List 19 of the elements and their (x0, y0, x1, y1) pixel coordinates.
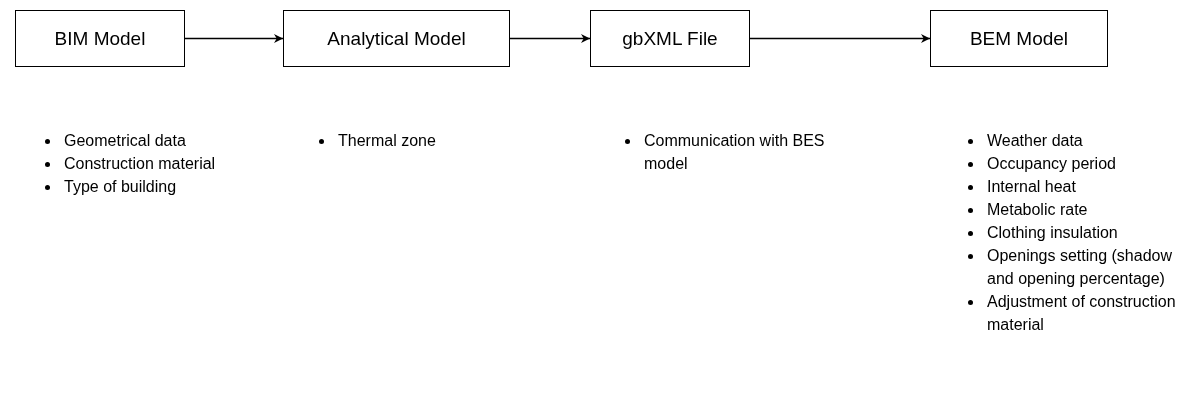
bullet-item: Geometrical data (40, 129, 290, 152)
bullet-item: Openings setting (shadow and opening percentage) (963, 244, 1177, 290)
bullet-item: Internal heat (963, 175, 1177, 198)
process-box: BEM Model (930, 10, 1108, 67)
bullet-item: Metabolic rate (963, 198, 1177, 221)
bullet-item: Occupancy period (963, 152, 1177, 175)
bullet-item: Construction material (40, 152, 290, 175)
bullet-item: Clothing insulation (963, 221, 1177, 244)
arrow (184, 34, 284, 43)
arrow (749, 34, 931, 43)
process-box: BIM Model (15, 10, 185, 67)
process-box: Analytical Model (283, 10, 510, 67)
process-box: gbXML File (590, 10, 750, 67)
arrow (509, 34, 591, 43)
bullet-item: Weather data (963, 129, 1177, 152)
bullet-item: Adjustment of construction material (963, 290, 1177, 336)
bullet-item: Thermal zone (314, 129, 514, 152)
bullet-item: Communication with BES model (620, 129, 835, 175)
bullet-item: Type of building (40, 175, 290, 198)
